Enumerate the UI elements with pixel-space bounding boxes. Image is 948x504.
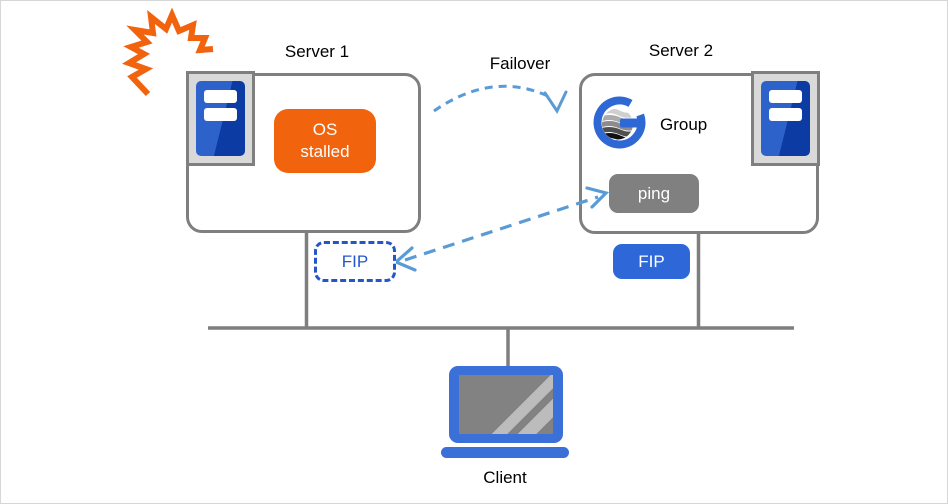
server-tower-body xyxy=(196,81,245,156)
cluster-group-logo-icon xyxy=(593,96,646,149)
os-stalled-line1: OS xyxy=(312,120,338,139)
server-slot xyxy=(769,90,802,103)
server-tower-icon xyxy=(751,71,820,166)
logo-g-crossbar xyxy=(620,118,641,128)
server-slot xyxy=(204,90,237,103)
logo-ring xyxy=(593,96,646,149)
ping-badge: ping xyxy=(609,174,699,213)
ping-fip-dashed-line xyxy=(404,195,599,262)
server-slot xyxy=(769,108,802,121)
failover-label: Failover xyxy=(489,54,551,73)
server-slot xyxy=(204,108,237,121)
server2-title: Server 2 xyxy=(648,41,714,60)
group-label: Group xyxy=(660,115,708,134)
arrowhead-left-icon xyxy=(393,246,417,272)
server-tower-icon xyxy=(186,71,255,166)
os-stalled-badge: OS stalled xyxy=(274,109,376,173)
laptop-base xyxy=(441,447,569,458)
server1-title: Server 1 xyxy=(284,42,350,61)
fip-released-badge: FIP xyxy=(314,241,396,282)
failover-arrowhead-icon xyxy=(543,90,568,115)
laptop-display xyxy=(459,375,553,434)
laptop-icon xyxy=(449,366,563,443)
ping-fip-arrow xyxy=(393,186,610,272)
failover-arrow xyxy=(433,84,568,115)
failover-arc xyxy=(433,84,551,113)
os-stalled-line2: stalled xyxy=(300,142,350,161)
server-tower-body xyxy=(761,81,810,156)
fip-active-badge: FIP xyxy=(613,244,690,279)
network-bus-lines xyxy=(208,233,794,373)
client-label: Client xyxy=(483,468,527,487)
